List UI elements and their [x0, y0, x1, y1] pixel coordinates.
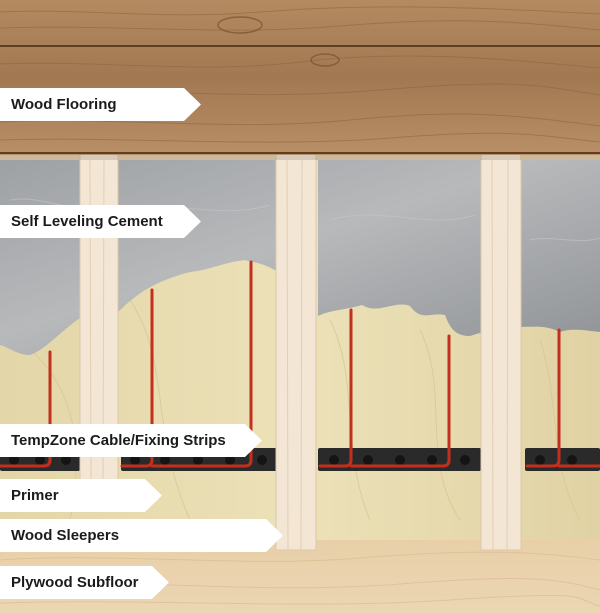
wood-flooring-label: Wood Flooring: [0, 88, 201, 121]
primer-label: Primer: [0, 479, 162, 512]
wood-sleepers-label: Wood Sleepers: [0, 519, 283, 552]
wood-flooring-layer: [0, 0, 600, 155]
self-leveling-cement-label: Self Leveling Cement: [0, 205, 201, 238]
tempzone-heating-cable: [0, 260, 600, 468]
plywood-subfloor-label: Plywood Subfloor: [0, 566, 169, 599]
tempzone-cable-fixing-strips-label: TempZone Cable/Fixing Strips: [0, 424, 262, 457]
